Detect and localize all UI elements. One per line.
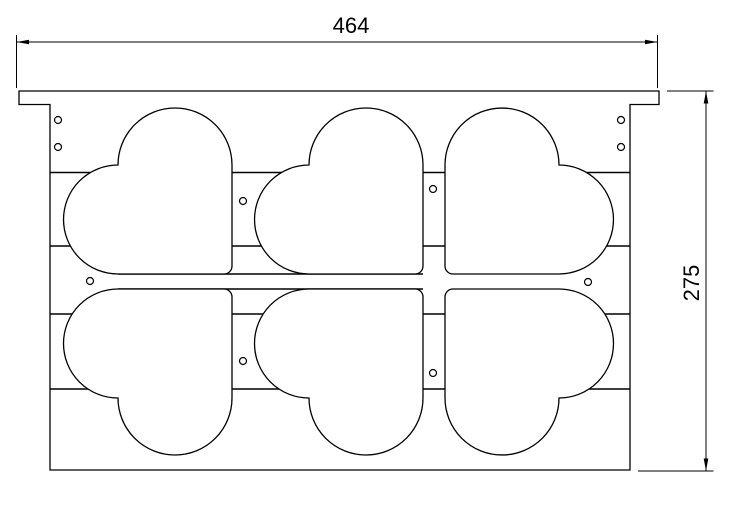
hole-center-right (583, 277, 593, 287)
hole-right-upper (616, 115, 626, 125)
hole-center-left (85, 276, 95, 286)
heart-cavity-top-left (62, 107, 233, 275)
hole-top-rib-2 (428, 184, 438, 194)
heart-cavity-bottom-middle (253, 288, 424, 456)
hole-top-rib-1 (238, 196, 248, 206)
height-dimension: 275 (638, 90, 714, 472)
heart-cavity-top-right (444, 107, 615, 275)
width-dimension-label: 464 (333, 13, 370, 38)
width-arrow-right (645, 39, 658, 45)
heart-cavity-bottom-left (62, 288, 233, 456)
heart-cavity-bottom-right (444, 288, 615, 456)
hole-bottom-rib-2 (428, 368, 438, 378)
hole-right-lower (616, 142, 626, 152)
hole-bottom-rib-1 (238, 356, 248, 366)
height-arrow-top (703, 91, 709, 104)
height-dimension-label: 275 (679, 265, 704, 302)
holes (53, 115, 626, 378)
hole-left-lower (53, 142, 63, 152)
heart-cavities (62, 107, 615, 456)
hole-left-upper (53, 115, 63, 125)
width-dimension: 464 (16, 13, 658, 88)
height-arrow-bottom (703, 458, 709, 471)
heart-cavity-top-middle (253, 107, 424, 275)
width-arrow-left (16, 39, 29, 45)
